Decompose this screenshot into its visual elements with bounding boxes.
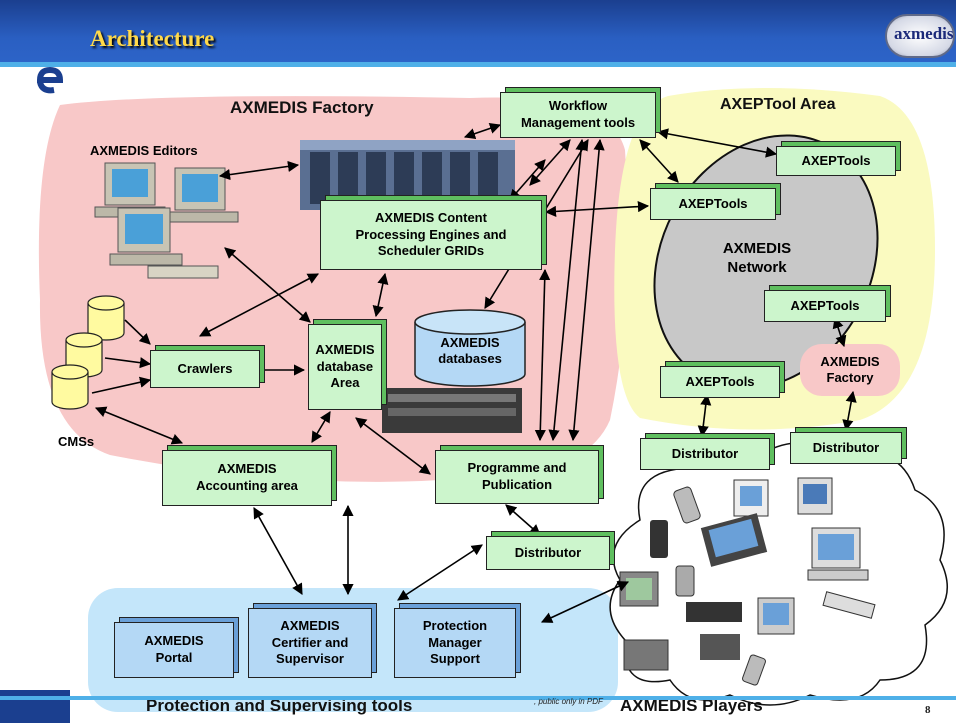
distributor-right-box: Distributor — [790, 432, 902, 464]
network-label: AXMEDIS Network — [722, 240, 792, 276]
axeptools-box-top: AXEPTools — [776, 146, 896, 176]
factory-label: AXMEDIS Factory — [230, 98, 374, 117]
axmedis-logo — [885, 14, 955, 58]
protection-manager-box: Protection Manager Support — [394, 608, 516, 678]
player-devices-image — [619, 477, 876, 686]
cmss-label: CMSs — [58, 434, 95, 449]
distributor-box: Distributor — [486, 536, 610, 570]
protection-label: Protection and Supervising tools — [146, 696, 413, 715]
axmedis-portal-box: AXMEDIS Portal — [114, 622, 234, 678]
logo-text: axmedis — [894, 24, 954, 43]
cms-cylinders-image — [51, 295, 125, 410]
axeptools-box-bottom: AXEPTools — [660, 366, 780, 398]
small-factory-region — [800, 344, 900, 396]
axeptools-box-right: AXEPTools — [764, 290, 886, 322]
distributor-left-box: Distributor — [640, 438, 770, 470]
footer-tab — [0, 690, 70, 723]
players-label: AXMEDIS Players — [620, 696, 763, 715]
database-server-image — [382, 388, 522, 433]
slide-title: Architecture — [90, 26, 215, 51]
slide-header — [0, 0, 956, 64]
header-divider — [0, 62, 956, 67]
footer-bar — [0, 696, 956, 700]
workflow-management-box: Workflow Management tools — [500, 92, 656, 138]
databases-cylinder-image — [414, 309, 526, 387]
axeptools-box-middle: AXEPTools — [650, 188, 776, 220]
content-processing-box: AXMEDIS Content Processing Engines and S… — [320, 200, 542, 270]
crawlers-box: Crawlers — [150, 350, 260, 388]
certifier-supervisor-box: AXMEDIS Certifier and Supervisor — [248, 608, 372, 678]
accounting-area-box: AXMEDIS Accounting area — [162, 450, 332, 506]
footer-note: , public only in PDF — [534, 697, 603, 706]
editors-label: AXMEDIS Editors — [90, 143, 198, 158]
e-logo-icon — [36, 66, 64, 94]
page-number: 8 — [925, 704, 931, 716]
small-factory-label: AXMEDIS Factory — [820, 354, 880, 386]
database-area-box: AXMEDIS database Area — [308, 324, 382, 410]
databases-label: AXMEDIS databases — [438, 335, 502, 367]
axeptool-area-label: AXEPTool Area — [720, 96, 836, 113]
programme-publication-box: Programme and Publication — [435, 450, 599, 504]
